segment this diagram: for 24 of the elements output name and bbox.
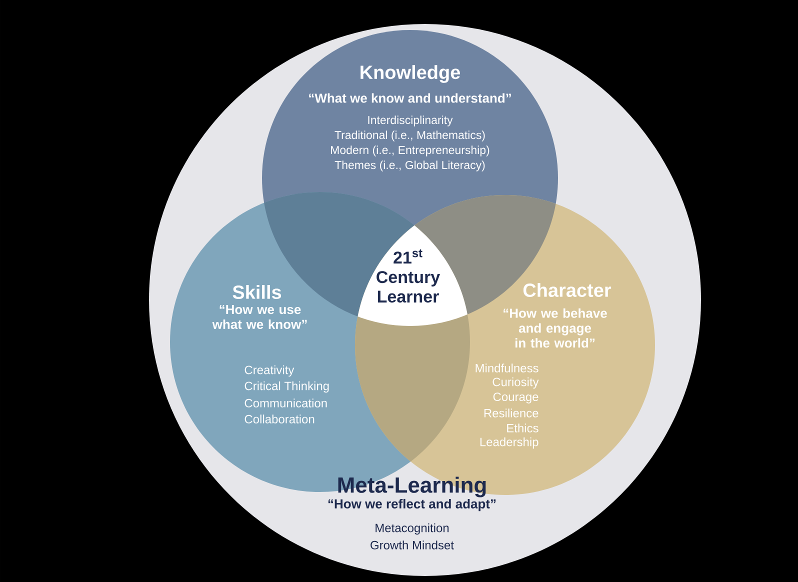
quote: “What we know and understand”	[309, 93, 511, 103]
list-item: Leadership	[480, 437, 538, 449]
quote: “How we reflect and adapt”	[328, 498, 496, 512]
list-item: Mindfulness	[476, 364, 538, 372]
list-item: Themes (i.e., Global Literacy)	[334, 160, 485, 172]
quote: “How we behave and engage in the world”	[504, 308, 607, 348]
list-item: Curiosity	[492, 377, 539, 389]
list-item: Growth Mindset	[370, 540, 454, 550]
list-item: Modern (i.e., Entrepreneurship)	[331, 146, 490, 156]
list-item: Interdisciplinarity	[368, 116, 453, 126]
list-item: Communication	[244, 398, 327, 408]
list-item: Metacognition	[376, 523, 449, 535]
list-item: Traditional (i.e., Mathematics)	[334, 130, 485, 142]
list-item: Creativity	[244, 365, 294, 377]
list-item: Ethics	[507, 424, 538, 432]
list-item: Courage	[493, 392, 538, 404]
heading: Skills	[232, 285, 282, 299]
quote: “How we use what we know”	[212, 305, 307, 329]
heading: Knowledge	[360, 65, 460, 83]
list-item: Critical Thinking	[244, 381, 329, 393]
heading: Meta-Learning	[338, 476, 486, 498]
heading: Character	[523, 283, 612, 297]
list-item: Collaboration	[244, 414, 314, 424]
list-item: Resilience	[484, 408, 538, 418]
